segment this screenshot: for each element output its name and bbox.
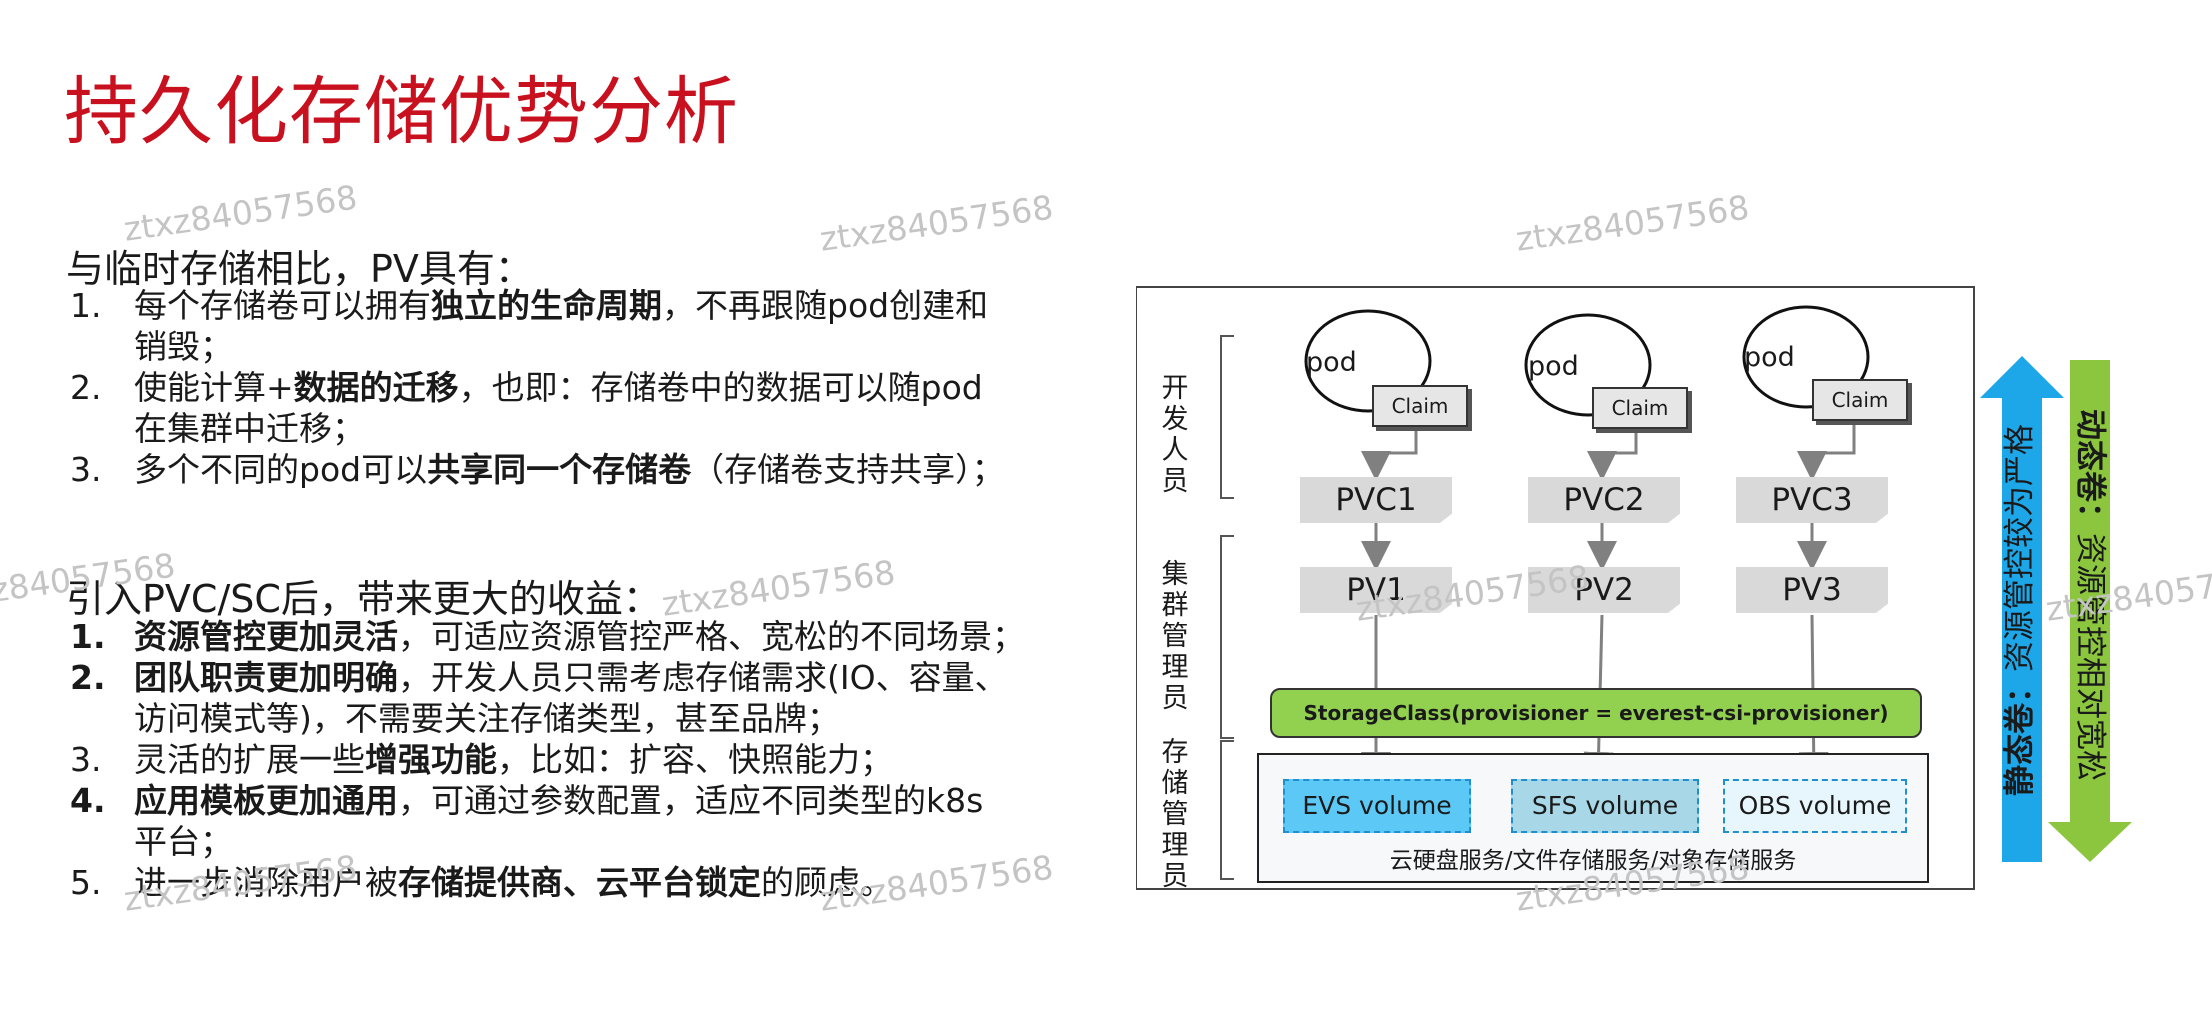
pv-box: PV2 — [1528, 567, 1680, 613]
list-item: 1. 资源管控更加灵活，可适应资源管控严格、宽松的不同场景； — [70, 617, 1025, 656]
pv-benefits-list: 1. 每个存储卷可以拥有独立的生命周期，不再跟随pod创建和 销毁； 2. 使能… — [66, 285, 1046, 490]
pvc-sc-benefits-list: 1. 资源管控更加灵活，可适应资源管控严格、宽松的不同场景； 2. 团队职责更加… — [66, 616, 1046, 903]
claim-box: Claim — [1372, 385, 1468, 427]
sfs-volume: SFS volume — [1511, 779, 1699, 833]
watermark: ztxz84057568 — [817, 187, 1056, 259]
dynamic-volume-arrow — [2048, 360, 2132, 862]
policy-arrows — [1980, 356, 2132, 862]
storageclass-bar: StorageClass(provisioner = everest-csi-p… — [1270, 688, 1922, 738]
list-item: 2. 团队职责更加明确，开发人员只需考虑存储需求(IO、容量、 访问模式等)，不… — [70, 658, 1008, 738]
pvc-box: PVC1 — [1300, 477, 1452, 523]
storage-services-caption: 云硬盘服务/文件存储服务/对象存储服务 — [1389, 848, 1797, 874]
evs-volume: EVS volume — [1283, 779, 1471, 833]
dynamic-volume-label: 动态卷：资源管控相对宽松 — [2072, 409, 2108, 781]
list-item: 3. 多个不同的pod可以共享同一个存储卷（存储卷支持共享）； — [70, 450, 1005, 489]
pod-label: pod — [1306, 347, 1357, 378]
watermark: ztxz84057568 — [659, 552, 898, 624]
role-cluster-admin: 集群管理员 — [1161, 559, 1189, 714]
role-bracket — [1220, 335, 1234, 499]
storage-services-box: EVS volume SFS volume OBS volume 云硬盘服务/文… — [1257, 753, 1929, 883]
pv-box: PV1 — [1300, 567, 1452, 613]
role-bracket — [1220, 740, 1234, 880]
pvc-box: PVC3 — [1736, 477, 1888, 523]
pod-label: pod — [1528, 351, 1579, 382]
pvc-box: PVC2 — [1528, 477, 1680, 523]
static-volume-label: 静态卷：资源管控较为严格 — [2002, 424, 2038, 796]
role-storage-admin: 存储管理员 — [1161, 737, 1189, 892]
list-item: 3. 灵活的扩展一些增强功能，比如：扩容、快照能力； — [70, 740, 893, 779]
role-developer: 开发人员 — [1161, 373, 1189, 497]
intro-pv: 与临时存储相比，PV具有： — [66, 247, 533, 291]
obs-volume: OBS volume — [1723, 779, 1907, 833]
role-bracket — [1220, 535, 1234, 739]
list-item: 1. 每个存储卷可以拥有独立的生命周期，不再跟随pod创建和 销毁； — [70, 286, 989, 366]
page-title: 持久化存储优势分析 — [64, 69, 739, 155]
pv-box: PV3 — [1736, 567, 1888, 613]
intro-pvc-sc: 引入PVC/SC后，带来更大的收益： — [66, 577, 661, 621]
pv-architecture-diagram: 开发人员 集群管理员 存储管理员 pod pod pod Claim Claim… — [1136, 285, 1976, 892]
watermark: ztxz84057568 — [1513, 187, 1752, 259]
claim-box: Claim — [1812, 379, 1908, 421]
list-item: 2. 使能计算+数据的迁移，也即：存储卷中的数据可以随pod 在集群中迁移； — [70, 368, 983, 448]
static-volume-arrow — [1980, 356, 2064, 862]
pod-label: pod — [1744, 342, 1795, 373]
list-item: 4. 应用模板更加通用，可通过参数配置，适应不同类型的k8s 平台； — [70, 781, 984, 861]
list-item: 5. 进一步消除用户被存储提供商、云平台锁定的顾虑。 — [70, 863, 893, 902]
claim-box: Claim — [1592, 387, 1688, 429]
